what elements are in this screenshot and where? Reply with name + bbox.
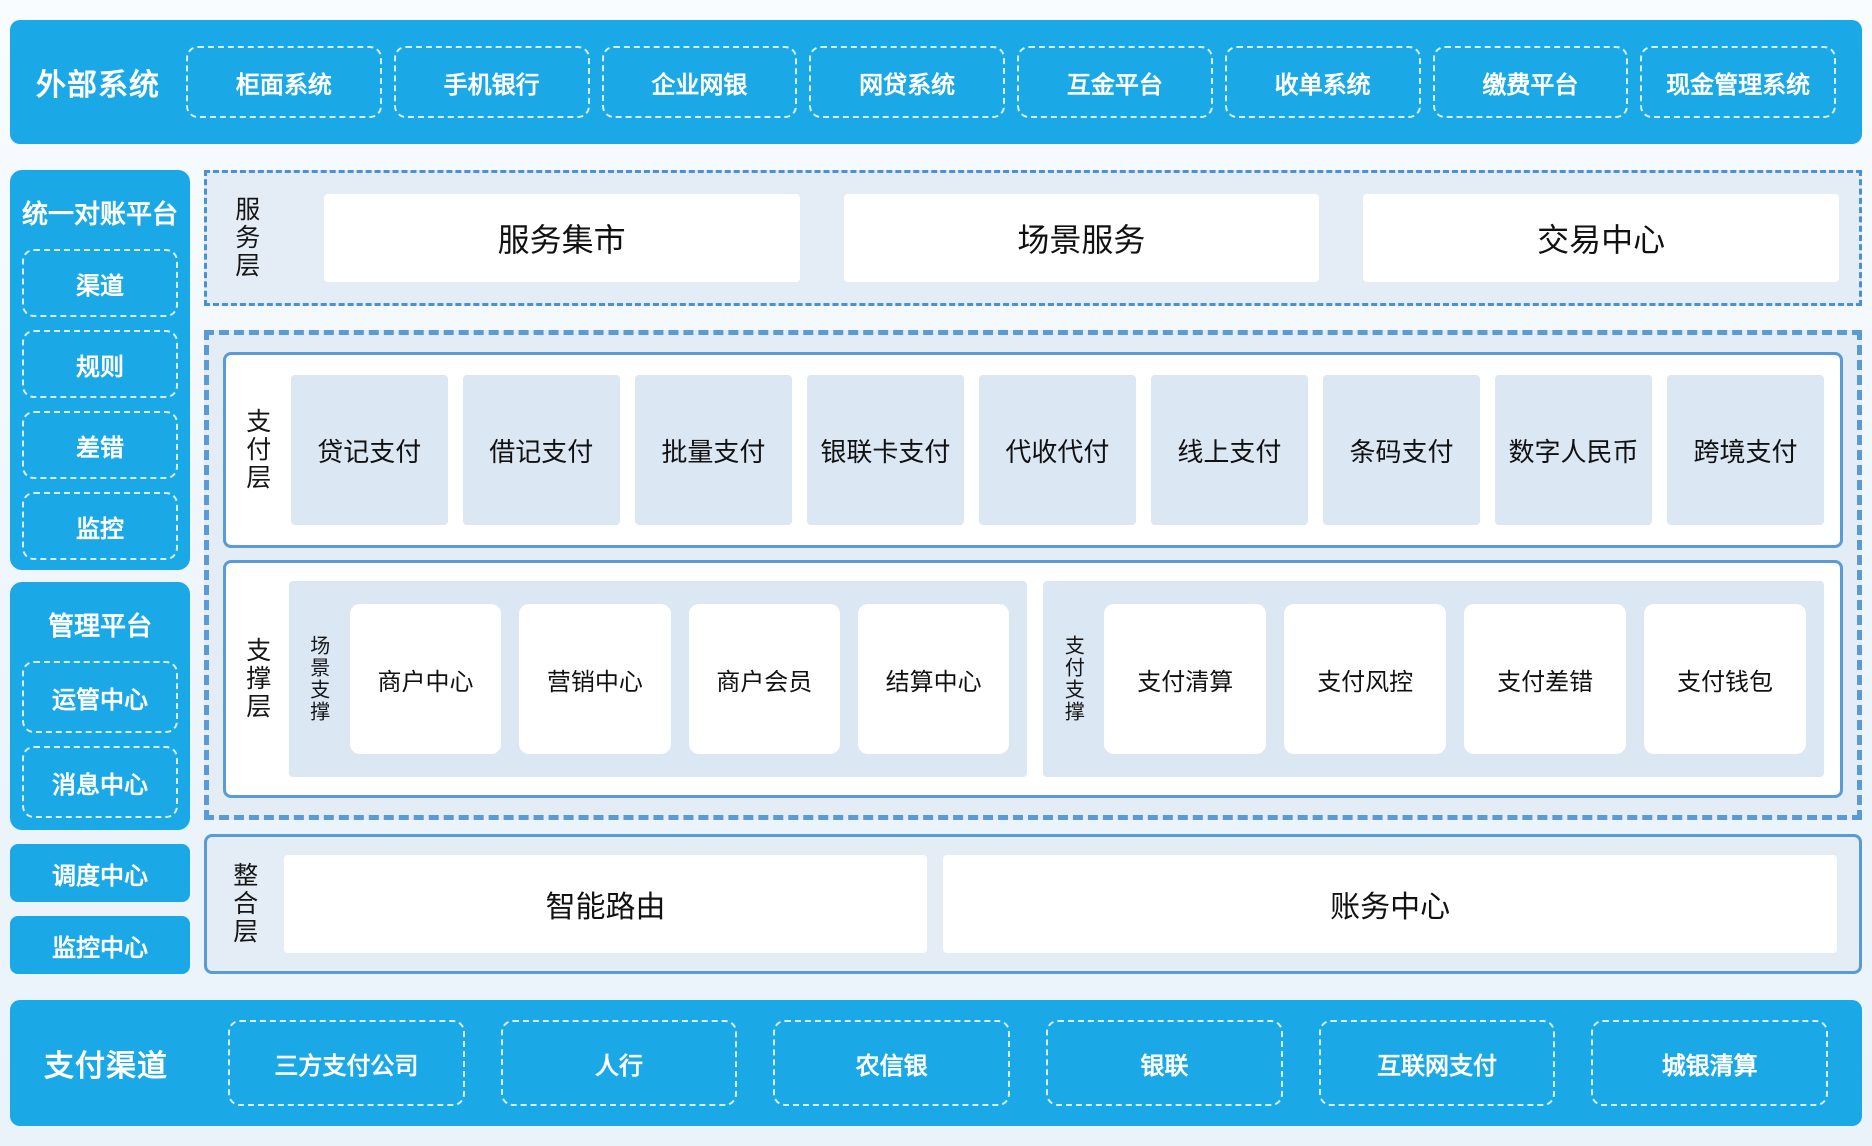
card-payment-wallet: 支付钱包 bbox=[1644, 604, 1806, 754]
integration-layer: 整合层 智能路由 账务中心 bbox=[204, 834, 1862, 974]
support-layer-label: 支撑层 bbox=[242, 637, 272, 721]
card-payment-clearing: 支付清算 bbox=[1104, 604, 1267, 754]
payment-channels-items: 三方支付公司 人行 农信银 银联 互联网支付 城银清算 bbox=[228, 1020, 1829, 1106]
box-smart-routing: 智能路由 bbox=[283, 855, 928, 953]
box-debit-payment: 借记支付 bbox=[462, 375, 620, 525]
monitor-center-box: 监控中心 bbox=[10, 916, 191, 974]
middle-region: 统一对账平台 渠道 规则 差错 监控 管理平台 运管中心 消息中心 调度中心 监… bbox=[10, 170, 1862, 974]
reconciliation-platform-title: 统一对账平台 bbox=[22, 200, 179, 230]
left-sidebar: 统一对账平台 渠道 规则 差错 监控 管理平台 运管中心 消息中心 调度中心 监… bbox=[10, 170, 191, 974]
item-rural-credit-bank: 农信银 bbox=[773, 1020, 1011, 1106]
item-mobile-banking: 手机银行 bbox=[393, 46, 590, 118]
item-cash-management-system: 现金管理系统 bbox=[1640, 46, 1836, 118]
reconciliation-items: 渠道 规则 差错 监控 bbox=[22, 249, 179, 560]
card-payment-error: 支付差错 bbox=[1464, 604, 1627, 754]
service-layer-boxes: 服务集市 场景服务 交易中心 bbox=[323, 194, 1840, 282]
item-city-bank-clearing: 城银清算 bbox=[1591, 1020, 1829, 1106]
item-unionpay: 银联 bbox=[1046, 1020, 1283, 1106]
item-counter-system: 柜面系统 bbox=[186, 46, 382, 118]
payment-layer-label: 支付层 bbox=[242, 408, 272, 492]
card-merchant-member: 商户会员 bbox=[688, 604, 840, 754]
box-service-market: 服务集市 bbox=[323, 194, 800, 282]
management-items: 运管中心 消息中心 bbox=[22, 661, 179, 818]
external-systems-title: 外部系统 bbox=[36, 68, 160, 103]
card-merchant-center: 商户中心 bbox=[349, 604, 502, 754]
sidebar-item-rules: 规则 bbox=[22, 330, 179, 398]
payment-channels-bar: 支付渠道 三方支付公司 人行 农信银 银联 互联网支付 城银清算 bbox=[10, 1000, 1862, 1126]
box-scene-service: 场景服务 bbox=[843, 194, 1320, 282]
item-corporate-ebanking: 企业网银 bbox=[601, 46, 798, 118]
box-cross-border-payment: 跨境支付 bbox=[1667, 375, 1825, 525]
payment-layer: 支付层 贷记支付 借记支付 批量支付 银联卡支付 代收代付 线上支付 条码支付 … bbox=[223, 352, 1843, 548]
external-systems-items: 柜面系统 手机银行 企业网银 网贷系统 互金平台 收单系统 缴费平台 现金管理系… bbox=[186, 46, 1836, 118]
payment-support-label: 支付支撑 bbox=[1061, 635, 1086, 723]
integration-layer-label: 整合层 bbox=[229, 862, 259, 946]
payment-support-group: 支付支撑 支付清算 支付风控 支付差错 支付钱包 bbox=[1043, 581, 1824, 777]
support-layer-groups: 场景支撑 商户中心 营销中心 商户会员 结算中心 支付支撑 支付清算 bbox=[288, 581, 1824, 777]
box-collection-agency-payment: 代收代付 bbox=[978, 375, 1136, 525]
item-acquiring-system: 收单系统 bbox=[1224, 46, 1421, 118]
scene-support-cards: 商户中心 营销中心 商户会员 结算中心 bbox=[349, 604, 1010, 754]
item-pboc: 人行 bbox=[500, 1020, 738, 1106]
sidebar-item-errors: 差错 bbox=[22, 411, 179, 479]
sidebar-item-message-center: 消息中心 bbox=[22, 746, 179, 818]
box-unionpay-card-payment: 银联卡支付 bbox=[806, 375, 964, 525]
sidebar-item-operation-center: 运管中心 bbox=[22, 661, 179, 733]
payment-support-wrapper: 支付层 贷记支付 借记支付 批量支付 银联卡支付 代收代付 线上支付 条码支付 … bbox=[204, 330, 1862, 820]
service-layer: 服务层 服务集市 场景服务 交易中心 bbox=[204, 170, 1862, 306]
box-credit-payment: 贷记支付 bbox=[290, 375, 448, 525]
payment-channels-title: 支付渠道 bbox=[44, 1049, 168, 1084]
scene-support-group: 场景支撑 商户中心 营销中心 商户会员 结算中心 bbox=[288, 581, 1028, 777]
scene-support-label: 场景支撑 bbox=[306, 635, 331, 723]
sidebar-item-channel: 渠道 bbox=[22, 249, 179, 317]
box-online-payment: 线上支付 bbox=[1150, 375, 1308, 525]
payment-support-cards: 支付清算 支付风控 支付差错 支付钱包 bbox=[1104, 604, 1806, 754]
item-fee-payment-platform: 缴费平台 bbox=[1432, 46, 1629, 118]
main-column: 服务层 服务集市 场景服务 交易中心 支付层 贷记支付 借记支付 批量支付 银联… bbox=[204, 170, 1862, 974]
card-settlement-center: 结算中心 bbox=[857, 604, 1010, 754]
sidebar-item-monitoring: 监控 bbox=[22, 492, 179, 560]
box-transaction-center: 交易中心 bbox=[1363, 194, 1840, 282]
support-layer: 支撑层 场景支撑 商户中心 营销中心 商户会员 结算中心 bbox=[223, 560, 1843, 798]
card-marketing-center: 营销中心 bbox=[519, 604, 671, 754]
card-payment-risk-control: 支付风控 bbox=[1284, 604, 1447, 754]
external-systems-bar: 外部系统 柜面系统 手机银行 企业网银 网贷系统 互金平台 收单系统 缴费平台 … bbox=[10, 20, 1862, 144]
box-barcode-payment: 条码支付 bbox=[1322, 375, 1480, 525]
management-platform-title: 管理平台 bbox=[48, 612, 153, 642]
item-internet-payment: 互联网支付 bbox=[1318, 1020, 1556, 1106]
box-batch-payment: 批量支付 bbox=[634, 375, 792, 525]
box-accounting-center: 账务中心 bbox=[943, 855, 1837, 953]
payment-layer-items: 贷记支付 借记支付 批量支付 银联卡支付 代收代付 线上支付 条码支付 数字人民… bbox=[290, 375, 1825, 525]
service-layer-label: 服务层 bbox=[231, 196, 261, 280]
item-third-party-payment-company: 三方支付公司 bbox=[228, 1020, 465, 1106]
item-internet-finance-platform: 互金平台 bbox=[1017, 46, 1213, 118]
box-digital-rmb: 数字人民币 bbox=[1494, 375, 1653, 525]
integration-layer-boxes: 智能路由 账务中心 bbox=[283, 855, 1837, 953]
item-online-loan-system: 网贷系统 bbox=[809, 46, 1005, 118]
management-platform-box: 管理平台 运管中心 消息中心 bbox=[10, 582, 191, 830]
reconciliation-platform-box: 统一对账平台 渠道 规则 差错 监控 bbox=[10, 170, 191, 570]
dispatch-center-box: 调度中心 bbox=[10, 844, 191, 902]
